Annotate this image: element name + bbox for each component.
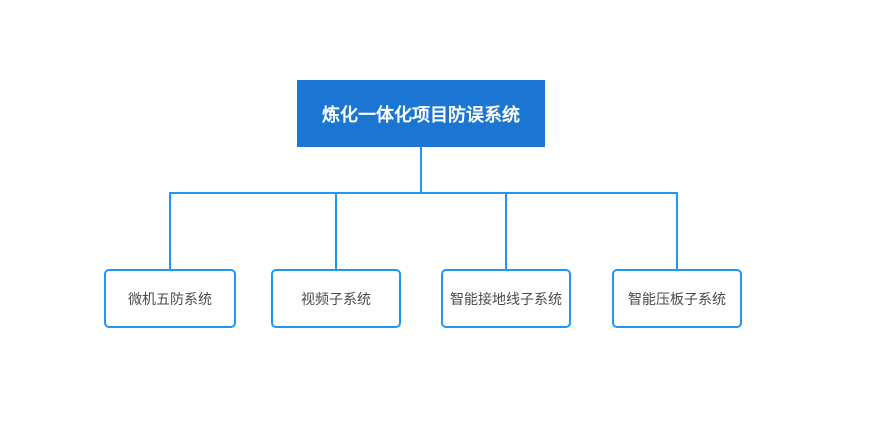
- child-node-1[interactable]: 微机五防系统: [104, 269, 236, 328]
- connector-drop-2: [335, 192, 337, 270]
- connector-bus: [169, 192, 678, 194]
- child-node-1-label: 微机五防系统: [128, 290, 212, 307]
- connector-root-stem: [420, 147, 422, 193]
- root-node-label: 炼化一体化项目防误系统: [322, 104, 520, 125]
- connector-drop-3: [505, 192, 507, 270]
- connector-drop-1: [169, 192, 171, 270]
- child-node-3[interactable]: 智能接地线子系统: [441, 269, 571, 328]
- child-node-3-label: 智能接地线子系统: [450, 290, 562, 307]
- connector-drop-4: [676, 192, 678, 270]
- child-node-2[interactable]: 视频子系统: [271, 269, 401, 328]
- child-node-4-label: 智能压板子系统: [628, 290, 726, 307]
- child-node-2-label: 视频子系统: [301, 290, 371, 307]
- root-node[interactable]: 炼化一体化项目防误系统: [297, 80, 545, 147]
- child-node-4[interactable]: 智能压板子系统: [612, 269, 742, 328]
